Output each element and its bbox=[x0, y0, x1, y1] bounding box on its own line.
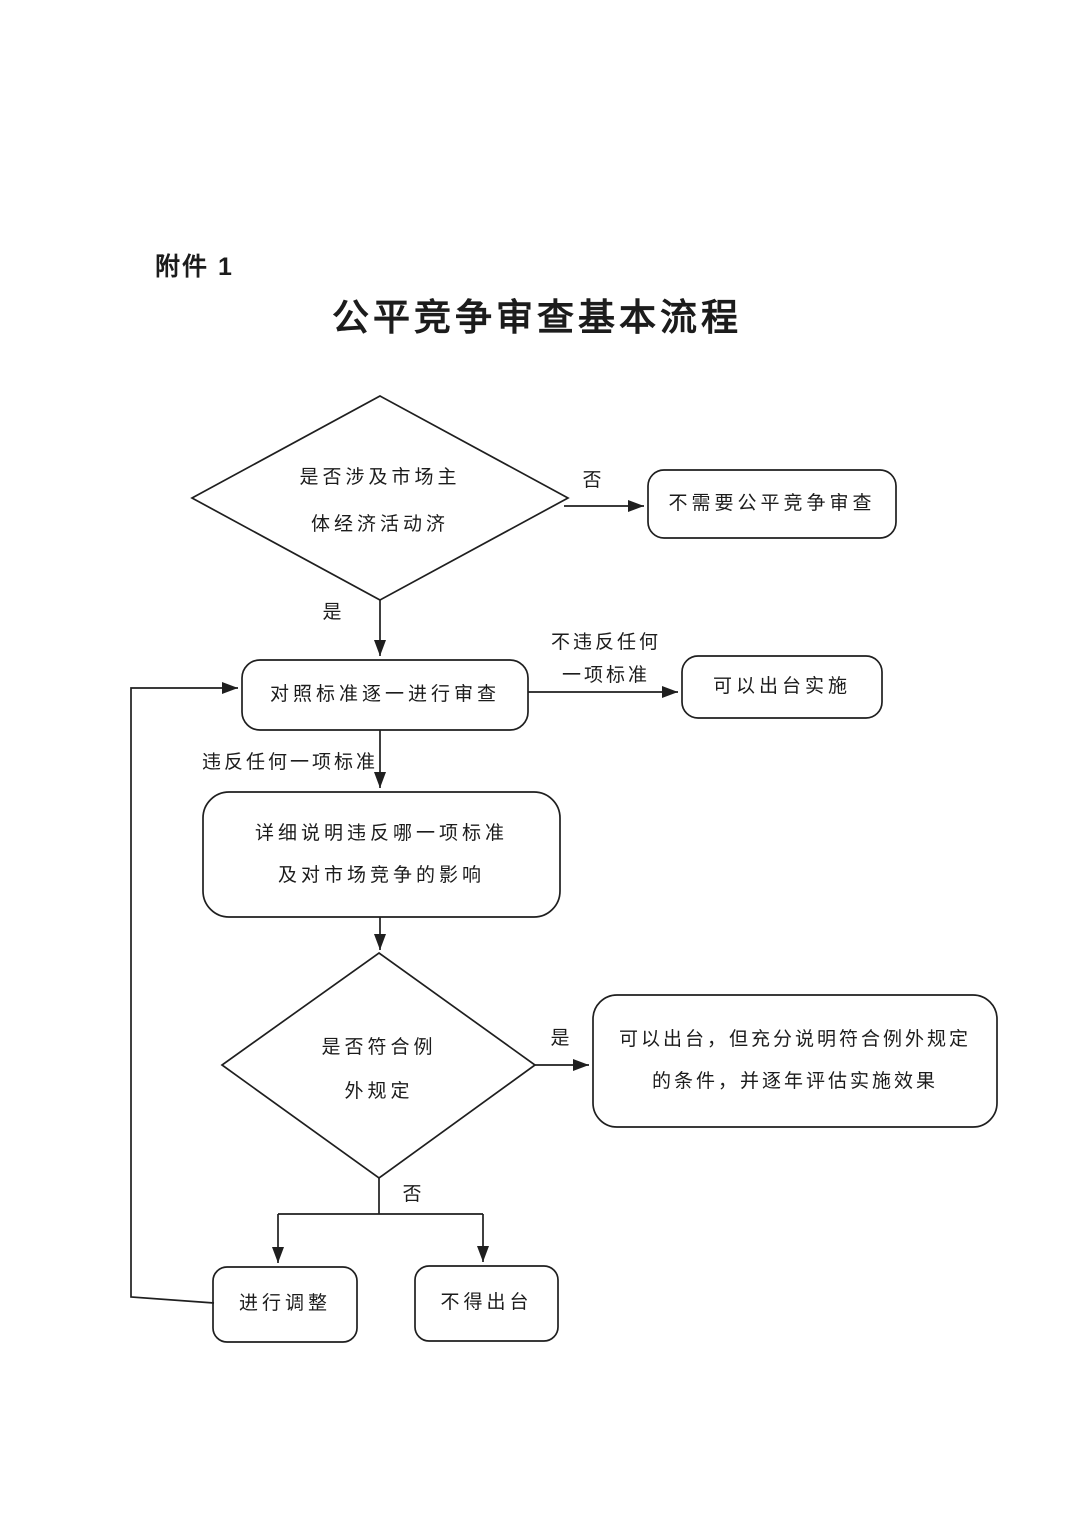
node-implement-shape bbox=[681, 655, 883, 719]
node-exception-ok-line2: 的条件，并逐年评估实施效果 bbox=[651, 1071, 938, 1092]
edge-label-violate: 违反任何一项标准 bbox=[201, 751, 378, 773]
page-title: 公平竞争审查基本流程 bbox=[332, 296, 742, 338]
node-explain-label: 详细说明违反哪一项标准 及对市场竞争的影响 bbox=[203, 792, 560, 917]
decision-market-activity-label: 是否涉及市场主 体经济活动济 bbox=[255, 454, 505, 548]
decision-exception-label: 是否符合例 外规定 bbox=[268, 1026, 490, 1114]
edge-label-yes-2: 是 bbox=[550, 1027, 570, 1049]
edge-label-not-violate: 不违反任何 一项标准 bbox=[538, 626, 674, 692]
node-explain-line2: 及对市场竞争的影响 bbox=[277, 864, 485, 886]
node-explain-shape bbox=[202, 791, 561, 918]
edge-label-no-1: 否 bbox=[582, 469, 602, 491]
node-adjust-label: 进行调整 bbox=[238, 1293, 331, 1315]
connector-adjust-loop-to-review bbox=[130, 682, 238, 1304]
node-review-label: 对照标准逐一进行审查 bbox=[269, 683, 500, 705]
decision-exception-line2: 外规定 bbox=[344, 1081, 414, 1102]
node-no-review-shape bbox=[647, 469, 897, 539]
node-exception-ok-label: 可以出台，但充分说明符合例外规定 的条件，并逐年评估实施效果 bbox=[593, 995, 997, 1127]
attachment-label: 附件 1 bbox=[155, 252, 234, 281]
node-no-review-label: 不需要公平竞争审查 bbox=[668, 492, 876, 514]
node-exception-ok-line1: 可以出台，但充分说明符合例外规定 bbox=[618, 1029, 971, 1050]
node-forbid-label: 不得出台 bbox=[440, 1292, 533, 1314]
node-implement-label: 可以出台实施 bbox=[712, 675, 851, 697]
edge-label-no-2: 否 bbox=[402, 1183, 422, 1205]
edge-label-not-violate-line1: 不违反任何 bbox=[550, 632, 661, 653]
edge-label-yes-1: 是 bbox=[322, 601, 342, 623]
node-adjust-shape bbox=[212, 1266, 358, 1343]
node-forbid-shape bbox=[414, 1265, 559, 1342]
decision-market-activity-line1: 是否涉及市场主 bbox=[299, 467, 461, 488]
decision-exception-line1: 是否符合例 bbox=[321, 1037, 437, 1058]
decision-market-activity-line2: 体经济活动济 bbox=[310, 514, 449, 535]
node-exception-ok-shape bbox=[592, 994, 998, 1128]
node-review-shape bbox=[241, 659, 529, 731]
node-explain-line1: 详细说明违反哪一项标准 bbox=[254, 822, 508, 844]
edge-label-not-violate-line2: 一项标准 bbox=[561, 665, 650, 686]
